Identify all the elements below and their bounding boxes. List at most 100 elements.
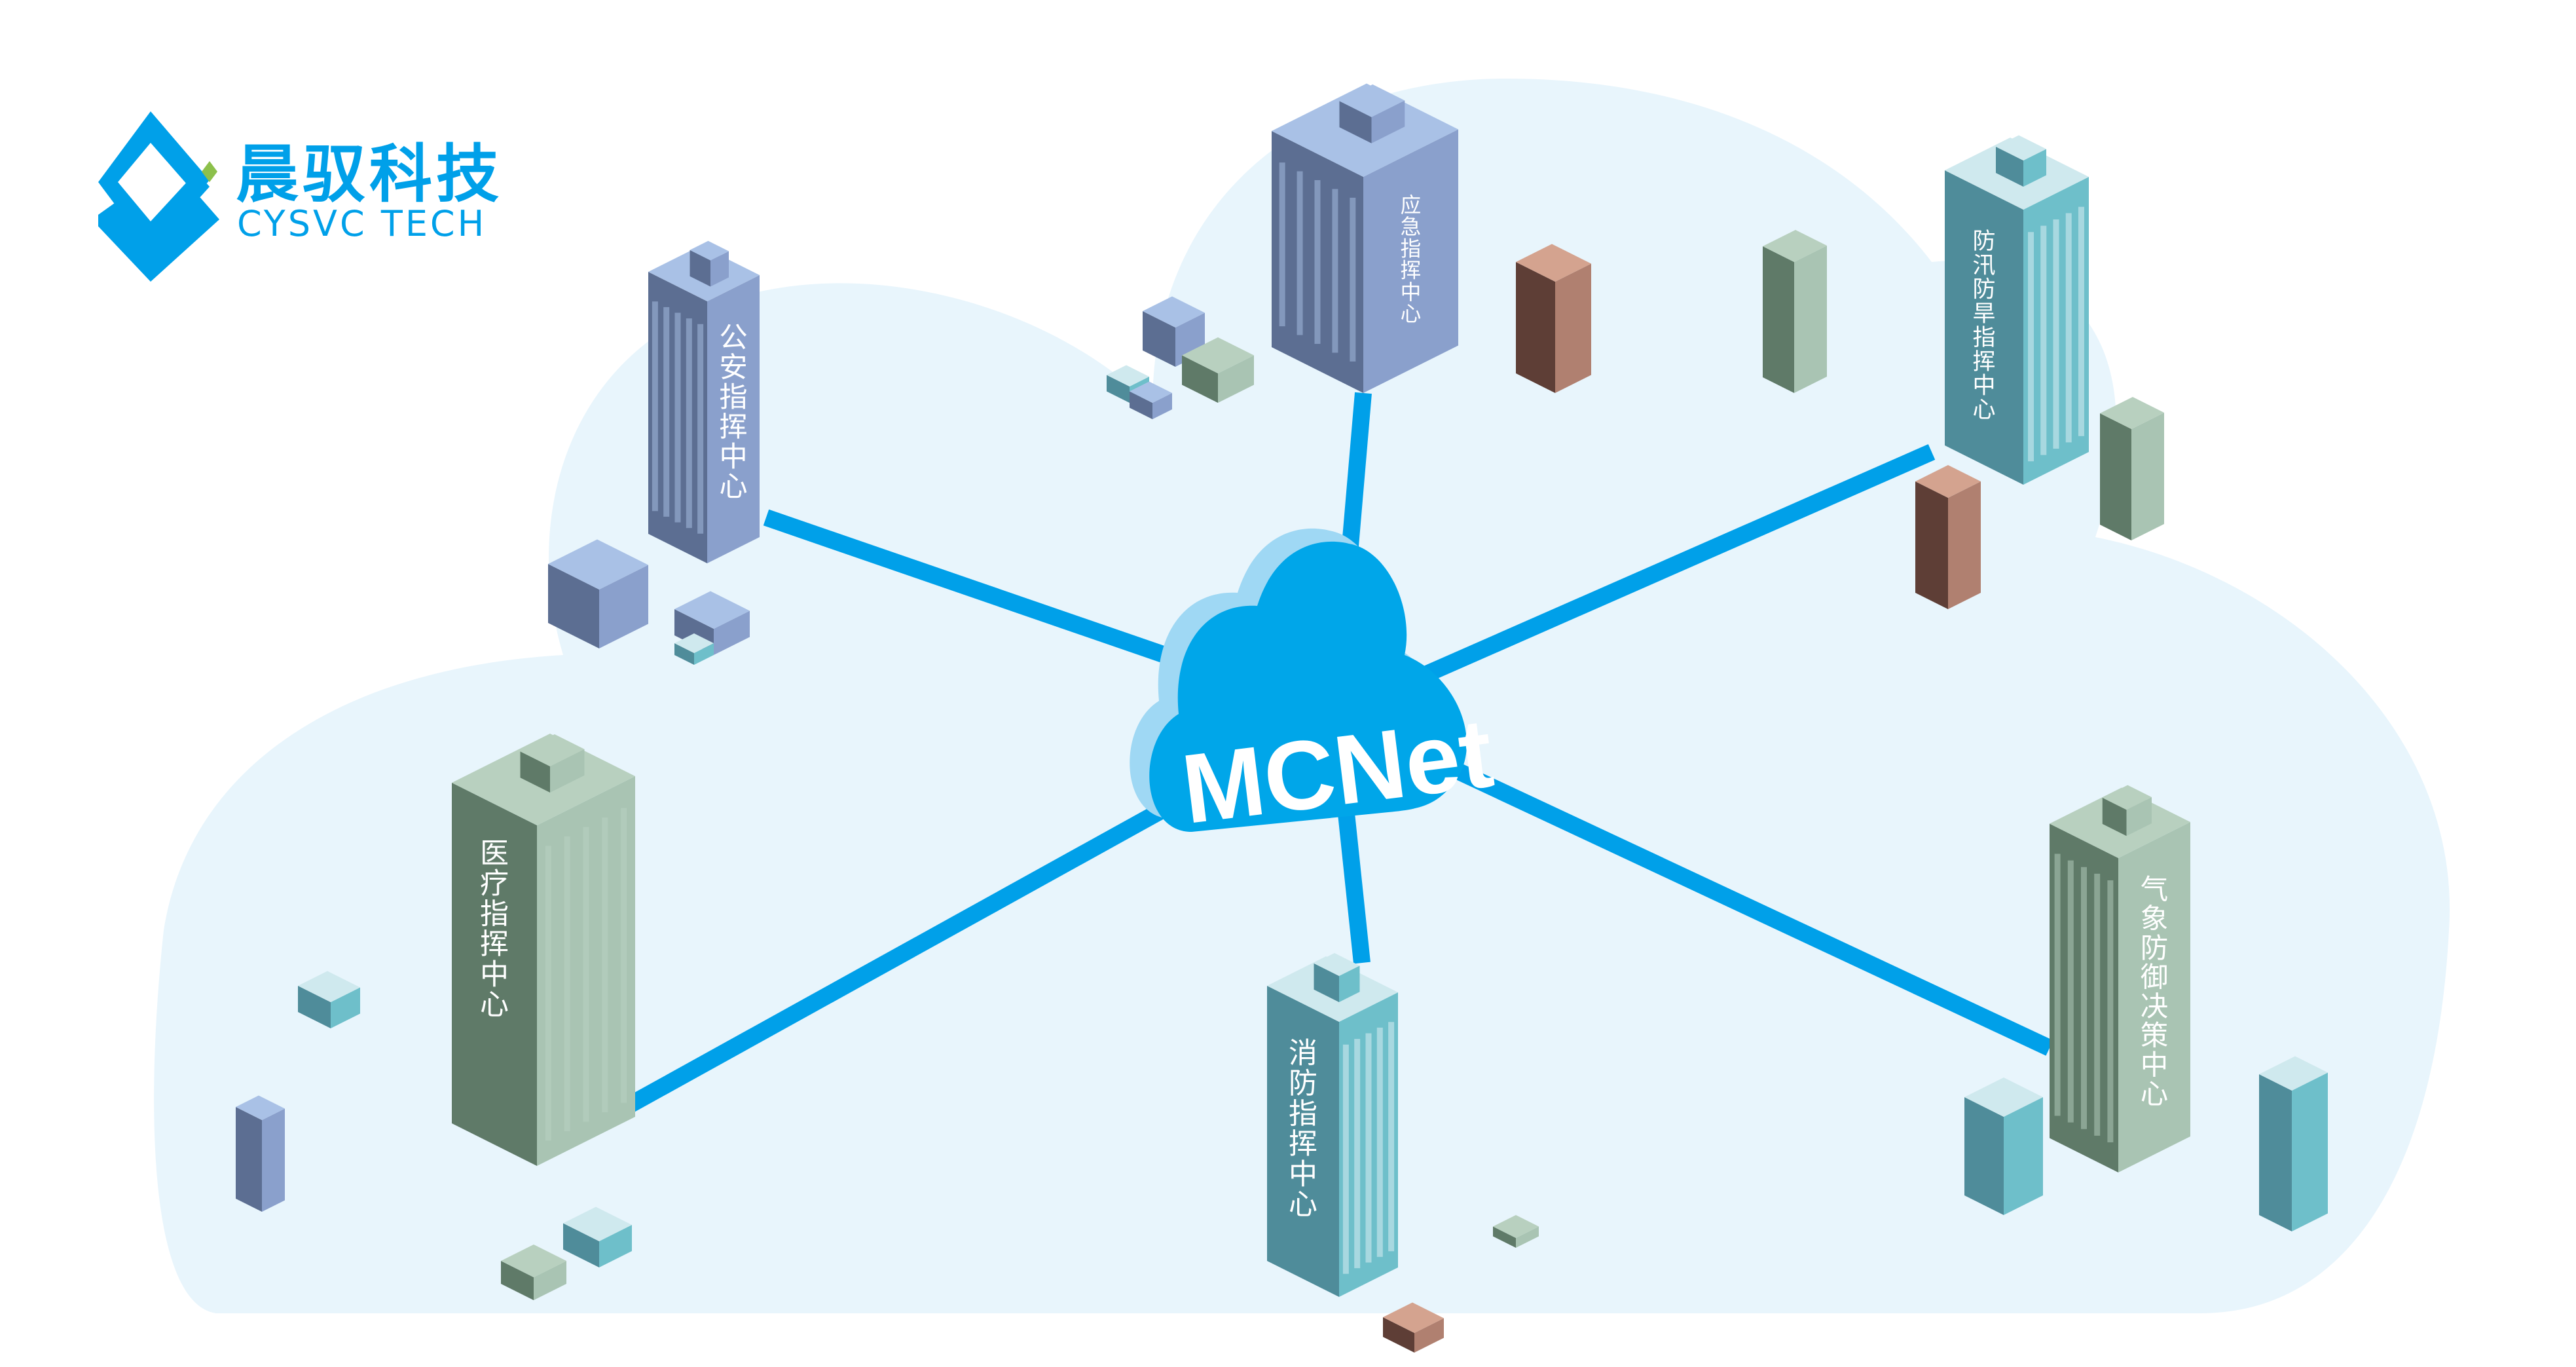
face-right <box>1371 100 1405 143</box>
face-right <box>331 987 360 1028</box>
face-left <box>1996 147 2023 187</box>
node-flood[interactable]: 防汛防旱指挥中心 <box>1945 135 2089 485</box>
company-logo[interactable]: 晨驭科技 CYSVC TECH <box>98 98 570 282</box>
face-right <box>1339 965 1360 1002</box>
node-fire[interactable]: 消防指挥中心 <box>1267 953 1398 1297</box>
face-right <box>694 643 714 665</box>
face-top <box>2259 1056 2328 1091</box>
decorative-buildings-front <box>236 971 2328 1353</box>
face-right <box>1555 263 1591 393</box>
face-right <box>2118 822 2190 1172</box>
decorative-building <box>1182 337 1254 403</box>
face-top <box>1996 135 2046 160</box>
node-police[interactable]: 公安指挥中心 <box>648 240 760 563</box>
face-left <box>2100 413 2131 540</box>
face-top <box>2102 785 2152 810</box>
decorative-building <box>298 971 360 1028</box>
face-right <box>599 1225 632 1267</box>
face-left <box>2102 797 2127 836</box>
face-right <box>714 610 750 655</box>
face-right <box>1516 1226 1539 1248</box>
face-top <box>674 633 714 653</box>
cloud-body <box>1149 541 1467 832</box>
face-top <box>501 1245 566 1277</box>
node-label-emergency: 应急指挥中心 <box>1401 194 1422 326</box>
decorative-building <box>548 539 648 648</box>
face-top <box>1339 84 1405 117</box>
face-left <box>1130 391 1152 419</box>
face-left <box>1915 481 1948 609</box>
decorative-building <box>563 1207 632 1267</box>
face-right <box>1794 246 1827 393</box>
face-left <box>548 564 599 648</box>
face-left <box>1945 170 2023 485</box>
face-top <box>2100 397 2164 429</box>
face-top <box>1314 953 1360 976</box>
face-left <box>690 250 710 287</box>
decorative-building <box>674 633 714 665</box>
face-right <box>707 275 760 563</box>
node-label-weather: 气象防御决策中心 <box>2141 874 2169 1111</box>
face-top <box>1493 1215 1539 1238</box>
link-flood <box>1332 444 1936 722</box>
node-label-flood: 防汛防旱指挥中心 <box>1972 229 1995 423</box>
decorative-building <box>1516 244 1591 393</box>
decorative-building <box>1143 296 1205 367</box>
face-right <box>2126 797 2152 836</box>
face-top <box>1915 465 1981 498</box>
node-emergency[interactable]: 应急指挥中心 <box>1272 83 1458 394</box>
decorative-building <box>1130 381 1172 419</box>
roof-block <box>690 240 729 287</box>
face-left <box>1182 355 1218 403</box>
face-top <box>520 734 585 766</box>
face-right <box>550 749 585 793</box>
decorative-building <box>236 1095 285 1212</box>
face-top <box>298 971 360 1002</box>
face-right <box>2004 1097 2043 1215</box>
roof-block <box>1314 953 1360 1002</box>
face-right <box>1363 129 1458 393</box>
face-top <box>1763 230 1827 262</box>
roof-block <box>2102 785 2152 836</box>
node-medical[interactable]: 医疗指挥中心 <box>452 734 635 1166</box>
face-top <box>548 539 648 590</box>
face-left <box>1383 1317 1414 1353</box>
face-right <box>599 565 648 648</box>
logo-mark-icon <box>98 111 219 282</box>
decorative-buildings-back <box>548 230 2164 665</box>
face-left <box>1267 986 1339 1297</box>
face-left <box>1763 246 1794 393</box>
node-label-police: 公安指挥中心 <box>719 322 747 504</box>
decorative-building <box>1915 465 1981 609</box>
face-right <box>1948 481 1981 609</box>
face-left <box>2259 1074 2292 1231</box>
face-right <box>1218 355 1254 403</box>
face-left <box>1493 1226 1516 1248</box>
node-weather[interactable]: 气象防御决策中心 <box>2050 785 2190 1172</box>
decorative-building <box>2259 1056 2328 1231</box>
node-label-medical: 医疗指挥中心 <box>480 837 509 1022</box>
face-right <box>1414 1318 1444 1353</box>
decorative-building <box>1383 1302 1444 1353</box>
face-left <box>1516 262 1555 393</box>
face-left <box>1339 101 1372 143</box>
face-top <box>690 240 729 261</box>
company-name-cn: 晨驭科技 <box>236 138 503 211</box>
face-left <box>1143 311 1175 367</box>
face-left <box>501 1261 534 1300</box>
face-top <box>1383 1302 1444 1333</box>
decorative-building <box>1493 1215 1539 1248</box>
roof-block <box>520 734 585 793</box>
face-top <box>1130 381 1172 403</box>
face-top <box>1964 1077 2043 1117</box>
company-name-en: CYSVC TECH <box>237 203 487 244</box>
face-right <box>710 251 729 287</box>
decorative-building <box>501 1245 566 1300</box>
face-top <box>674 591 750 629</box>
face-left <box>520 751 550 793</box>
roof-block <box>1996 135 2046 187</box>
roof-block <box>1339 84 1405 143</box>
mcnet-cloud-hub[interactable]: MCNet <box>1130 528 1498 844</box>
